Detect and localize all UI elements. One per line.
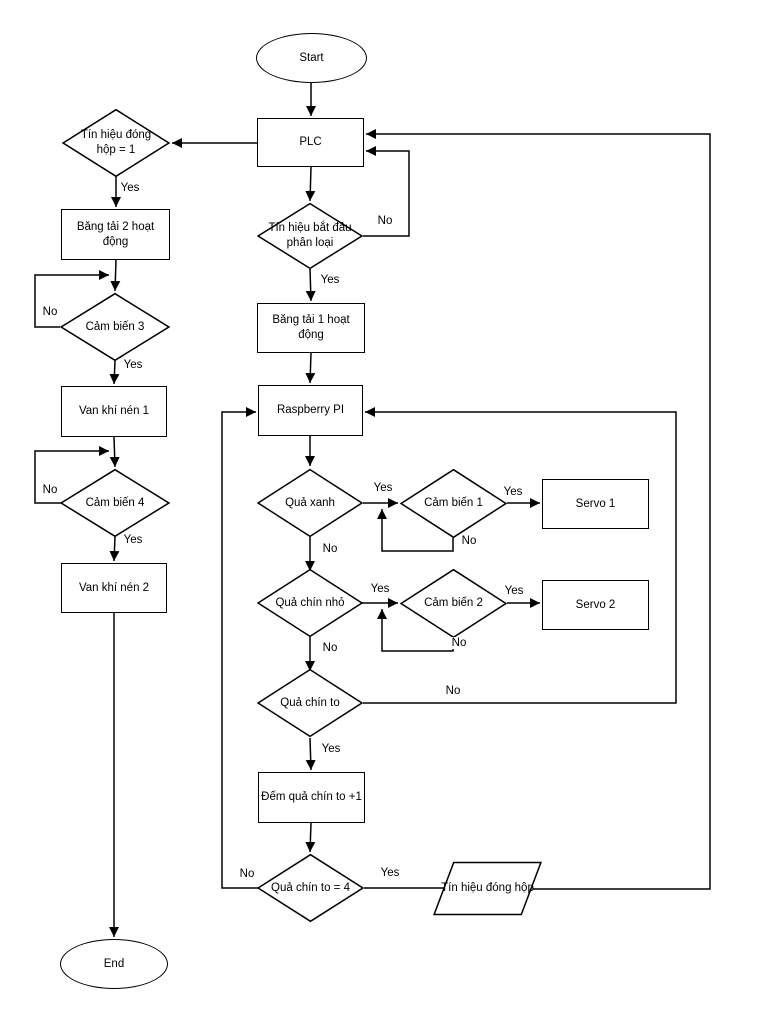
- diamond-shape: [257, 469, 363, 537]
- edge-parallelogram-plc-loop: [366, 129, 711, 890]
- edge-sensor3-valve1: [109, 360, 120, 385]
- node-valve1: Van khí nén 1: [61, 386, 167, 437]
- node-plc-label: PLC: [299, 136, 322, 149]
- node-conveyor1: Băng tải 1 hoạt động: [257, 303, 365, 353]
- node-signal-start-decision: Tín hiệu bắt đầu phân loại: [257, 203, 363, 269]
- edge-label-sensor3-no: No: [41, 306, 59, 318]
- node-valve2-label: Van khí nén 2: [78, 581, 150, 594]
- node-sensor3-decision: Cảm biến 3: [60, 293, 170, 361]
- node-signal-close-output-label: Tín hiệu đóng hộp: [441, 882, 534, 895]
- node-green-fruit-decision: Quả xanh: [257, 469, 363, 537]
- node-start-label: Start: [299, 51, 324, 64]
- diamond-shape: [257, 203, 363, 269]
- node-conveyor2: Băng tải 2 hoạt động: [61, 209, 170, 260]
- node-sensor4-label: Cảm biến 4: [85, 496, 145, 509]
- edge-label-sensor2-yes: Yes: [503, 585, 525, 597]
- edge-count-count-equals-4: [305, 822, 316, 853]
- diamond-shape: [400, 469, 507, 538]
- parallelogram-shape: [433, 862, 542, 915]
- node-small-ripe-label: Quả chín nhỏ: [275, 596, 345, 609]
- node-conveyor1-label: Băng tải 1 hoạt động: [272, 314, 350, 341]
- edge-label-signal-start-yes: Yes: [319, 274, 341, 286]
- edge-conveyor2-sensor3: [110, 259, 121, 292]
- node-small-ripe-decision: Quả chín nhỏ: [257, 569, 363, 637]
- node-big-ripe-decision: Quả chín to: [257, 669, 363, 737]
- edge-signal-start-no-loop: [363, 146, 410, 237]
- node-count-equals-4-label: Quả chín to = 4: [271, 881, 350, 894]
- node-signal-close-output: Tín hiệu đóng hộp: [433, 862, 542, 915]
- node-valve1-label: Van khí nén 1: [78, 405, 150, 418]
- node-plc: PLC: [257, 118, 364, 167]
- node-sensor1-decision: Cảm biến 1: [400, 469, 507, 538]
- diamond-shape: [257, 854, 364, 922]
- edge-valve1-sensor4: [109, 436, 120, 468]
- diamond-shape: [60, 469, 170, 537]
- node-servo1-label: Servo 1: [575, 497, 616, 510]
- edge-label-sensor2-no: No: [450, 637, 468, 649]
- edge-sensor4-no-loop: [34, 446, 109, 504]
- node-signal-start-line1: Tín hiệu bắt đầu: [268, 222, 352, 235]
- edge-count-equals-4-no-loop: [221, 407, 258, 889]
- edge-label-big-ripe-no: No: [444, 685, 462, 697]
- node-servo2: Servo 2: [542, 580, 649, 630]
- edge-label-sensor3-yes: Yes: [122, 359, 144, 371]
- node-start: Start: [256, 33, 367, 83]
- edge-label-sensor4-yes: Yes: [122, 534, 144, 546]
- node-servo2-label: Servo 2: [575, 598, 616, 611]
- node-servo1: Servo 1: [542, 479, 649, 529]
- edge-label-count-equals-4-no: No: [238, 868, 256, 880]
- edge-big-ripe-count: [305, 737, 316, 771]
- node-signal-start-line2: phân loại: [286, 237, 334, 249]
- node-big-ripe-label: Quả chín to: [280, 696, 340, 709]
- edge-plc-signal-start: [305, 166, 316, 202]
- diamond-shape: [60, 293, 170, 361]
- edge-signal-start-conveyor1: [305, 268, 316, 302]
- node-conveyor2-label: Băng tải 2 hoạt động: [76, 220, 155, 248]
- node-end-label: End: [103, 957, 125, 970]
- node-sensor4-decision: Cảm biến 4: [60, 469, 170, 537]
- node-count-big-ripe-label: Đếm quả chín to +1: [261, 791, 362, 804]
- node-signal-close-box-line1: Tín hiệu đóng: [80, 129, 152, 142]
- diamond-shape: [257, 569, 363, 637]
- edge-sensor1-no-loop: [377, 509, 454, 552]
- edge-conveyor1-raspberry: [305, 352, 316, 384]
- edge-label-big-ripe-yes: Yes: [320, 743, 342, 755]
- diamond-shape: [62, 109, 170, 177]
- node-signal-close-box-decision: Tín hiệu đóng hộp = 1: [62, 109, 170, 177]
- node-end: End: [60, 939, 168, 989]
- edge-sensor3-no-loop: [34, 270, 109, 328]
- edge-label-signal-start-no: No: [376, 215, 394, 227]
- edge-label-green-fruit-no: No: [321, 543, 339, 555]
- edge-label-small-ripe-no: No: [321, 642, 339, 654]
- node-sensor1-label: Cảm biến 1: [424, 497, 483, 510]
- edge-label-small-ripe-yes: Yes: [369, 583, 391, 595]
- node-raspberry-pi: Raspberry PI: [258, 385, 363, 436]
- edge-label-sensor1-no: No: [460, 535, 478, 547]
- node-green-fruit-label: Quả xanh: [285, 496, 335, 509]
- node-count-big-ripe: Đếm quả chín to +1: [258, 772, 365, 823]
- edge-label-green-fruit-yes: Yes: [372, 482, 394, 494]
- edge-label-sensor1-yes: Yes: [502, 486, 524, 498]
- edge-label-close-box-yes: Yes: [119, 182, 141, 194]
- edge-big-ripe-no-loop: [363, 407, 677, 704]
- node-sensor2-label: Cảm biến 2: [424, 597, 483, 610]
- node-sensor2-decision: Cảm biến 2: [400, 569, 507, 638]
- edge-sensor4-valve2: [109, 536, 120, 562]
- edge-label-count-equals-4-yes: Yes: [379, 867, 401, 879]
- node-signal-close-box-line2: hộp = 1: [96, 144, 136, 156]
- node-raspberry-pi-label: Raspberry PI: [276, 404, 345, 417]
- node-valve2: Van khí nén 2: [61, 563, 167, 613]
- node-count-equals-4-decision: Quả chín to = 4: [257, 854, 364, 922]
- node-sensor3-label: Cảm biến 3: [85, 320, 145, 333]
- edge-label-sensor4-no: No: [41, 484, 59, 496]
- diamond-shape: [257, 669, 363, 737]
